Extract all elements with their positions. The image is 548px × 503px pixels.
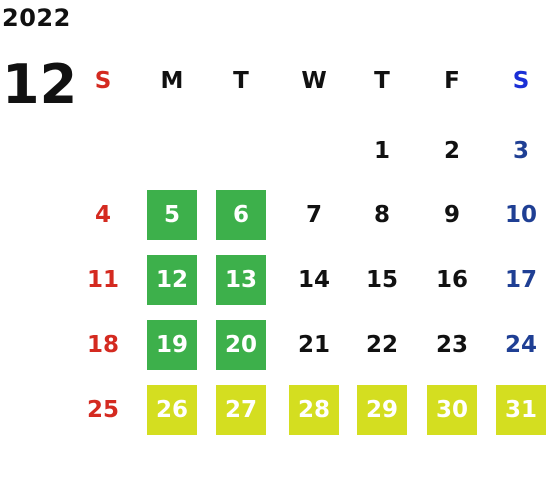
day-cell-8[interactable]: 8 bbox=[373, 202, 390, 228]
year-label: 2022 bbox=[2, 4, 71, 32]
day-cell-31[interactable]: 31 bbox=[496, 385, 546, 435]
day-cell-12[interactable]: 12 bbox=[147, 255, 197, 305]
day-cell-15[interactable]: 15 bbox=[365, 267, 398, 293]
day-cell-28[interactable]: 28 bbox=[289, 385, 339, 435]
day-cell-5[interactable]: 5 bbox=[147, 190, 197, 240]
day-cell-22[interactable]: 22 bbox=[365, 332, 398, 358]
day-cell-26[interactable]: 26 bbox=[147, 385, 197, 435]
day-cell-20[interactable]: 20 bbox=[216, 320, 266, 370]
day-cell-16[interactable]: 16 bbox=[435, 267, 468, 293]
day-cell-27[interactable]: 27 bbox=[216, 385, 266, 435]
day-cell-25[interactable]: 25 bbox=[86, 397, 119, 423]
day-cell-13[interactable]: 13 bbox=[216, 255, 266, 305]
day-cell-9[interactable]: 9 bbox=[443, 202, 460, 228]
day-cell-14[interactable]: 14 bbox=[297, 267, 330, 293]
day-cell-3[interactable]: 3 bbox=[512, 138, 529, 164]
day-cell-30[interactable]: 30 bbox=[427, 385, 477, 435]
day-cell-10[interactable]: 10 bbox=[504, 202, 537, 228]
day-cell-4[interactable]: 4 bbox=[94, 202, 111, 228]
day-cell-29[interactable]: 29 bbox=[357, 385, 407, 435]
day-cell-21[interactable]: 21 bbox=[297, 332, 330, 358]
day-cell-2[interactable]: 2 bbox=[443, 138, 460, 164]
day-cell-7[interactable]: 7 bbox=[305, 202, 322, 228]
month-label: 12 bbox=[2, 53, 78, 116]
day-cell-24[interactable]: 24 bbox=[504, 332, 537, 358]
weekday-header-mon: M bbox=[160, 68, 184, 94]
day-cell-1[interactable]: 1 bbox=[373, 138, 390, 164]
weekday-header-fri: F bbox=[444, 68, 460, 94]
weekday-header-tue: T bbox=[233, 68, 249, 94]
weekday-header-thu: T bbox=[374, 68, 390, 94]
day-cell-19[interactable]: 19 bbox=[147, 320, 197, 370]
day-cell-11[interactable]: 11 bbox=[86, 267, 119, 293]
day-cell-17[interactable]: 17 bbox=[504, 267, 537, 293]
day-cell-18[interactable]: 18 bbox=[86, 332, 119, 358]
weekday-header-sun: S bbox=[94, 68, 112, 94]
day-cell-23[interactable]: 23 bbox=[435, 332, 468, 358]
weekday-header-sat: S bbox=[512, 68, 530, 94]
weekday-header-wed: W bbox=[301, 68, 327, 94]
day-cell-6[interactable]: 6 bbox=[216, 190, 266, 240]
